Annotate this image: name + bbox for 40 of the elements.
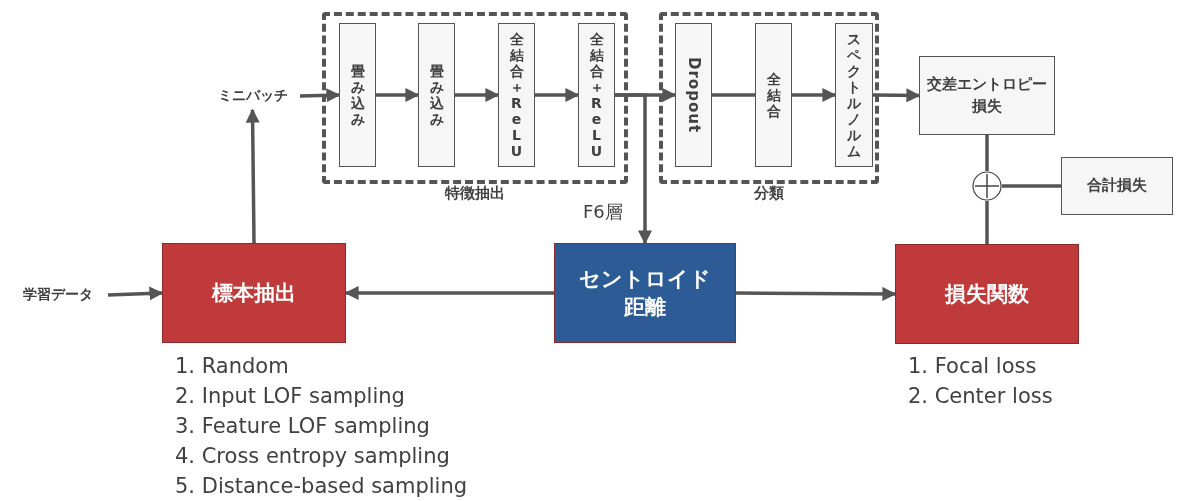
list-item: 4. Cross entropy sampling bbox=[175, 444, 450, 468]
loss-box: 交差エントロピー損失 bbox=[919, 56, 1055, 135]
arrow bbox=[615, 93, 652, 245]
arrow bbox=[107, 286, 164, 301]
text-label: 学習データ bbox=[8, 282, 108, 308]
layer-box: Dropout bbox=[675, 23, 712, 167]
arrow bbox=[736, 286, 897, 301]
arrow bbox=[376, 88, 420, 102]
arrow bbox=[344, 286, 554, 300]
connector-line bbox=[985, 135, 989, 171]
list-item: 1. Focal loss bbox=[908, 354, 1037, 378]
arrow bbox=[245, 108, 260, 243]
arrow bbox=[455, 88, 500, 102]
arrow bbox=[535, 88, 580, 102]
layer-box: スペクトルノルム bbox=[835, 23, 873, 167]
list-item: 2. Center loss bbox=[908, 384, 1053, 408]
connector-line bbox=[985, 201, 989, 244]
process-box: 標本抽出 bbox=[162, 243, 346, 343]
sum-symbol bbox=[972, 171, 1002, 201]
text-label: ミニバッチ bbox=[205, 82, 300, 110]
list-item: 2. Input LOF sampling bbox=[175, 384, 405, 408]
layer-box: 畳み込み bbox=[418, 23, 455, 167]
connector-line bbox=[1002, 184, 1061, 188]
list-item: 5. Distance-based sampling bbox=[175, 474, 468, 498]
group-label: 特徴抽出 bbox=[443, 184, 506, 203]
layer-box: 畳み込み bbox=[339, 23, 376, 167]
process-box: 損失関数 bbox=[895, 244, 1079, 344]
connector-line bbox=[712, 93, 755, 97]
group-label: 分類 bbox=[753, 184, 785, 203]
arrow bbox=[792, 88, 837, 102]
list-item: 3. Feature LOF sampling bbox=[175, 414, 430, 438]
total-loss-box: 合計損失 bbox=[1061, 157, 1173, 215]
edge-label: F6層 bbox=[583, 200, 623, 224]
layer-box: 全結合＋ReLU bbox=[578, 23, 615, 167]
arrow bbox=[873, 88, 921, 103]
layer-box: 全結合＋ReLU bbox=[498, 23, 535, 167]
list-item: 1. Random bbox=[175, 354, 289, 378]
process-box: セントロイド距離 bbox=[554, 243, 736, 343]
layer-box: 全結合 bbox=[755, 23, 792, 167]
arrow bbox=[299, 88, 341, 103]
